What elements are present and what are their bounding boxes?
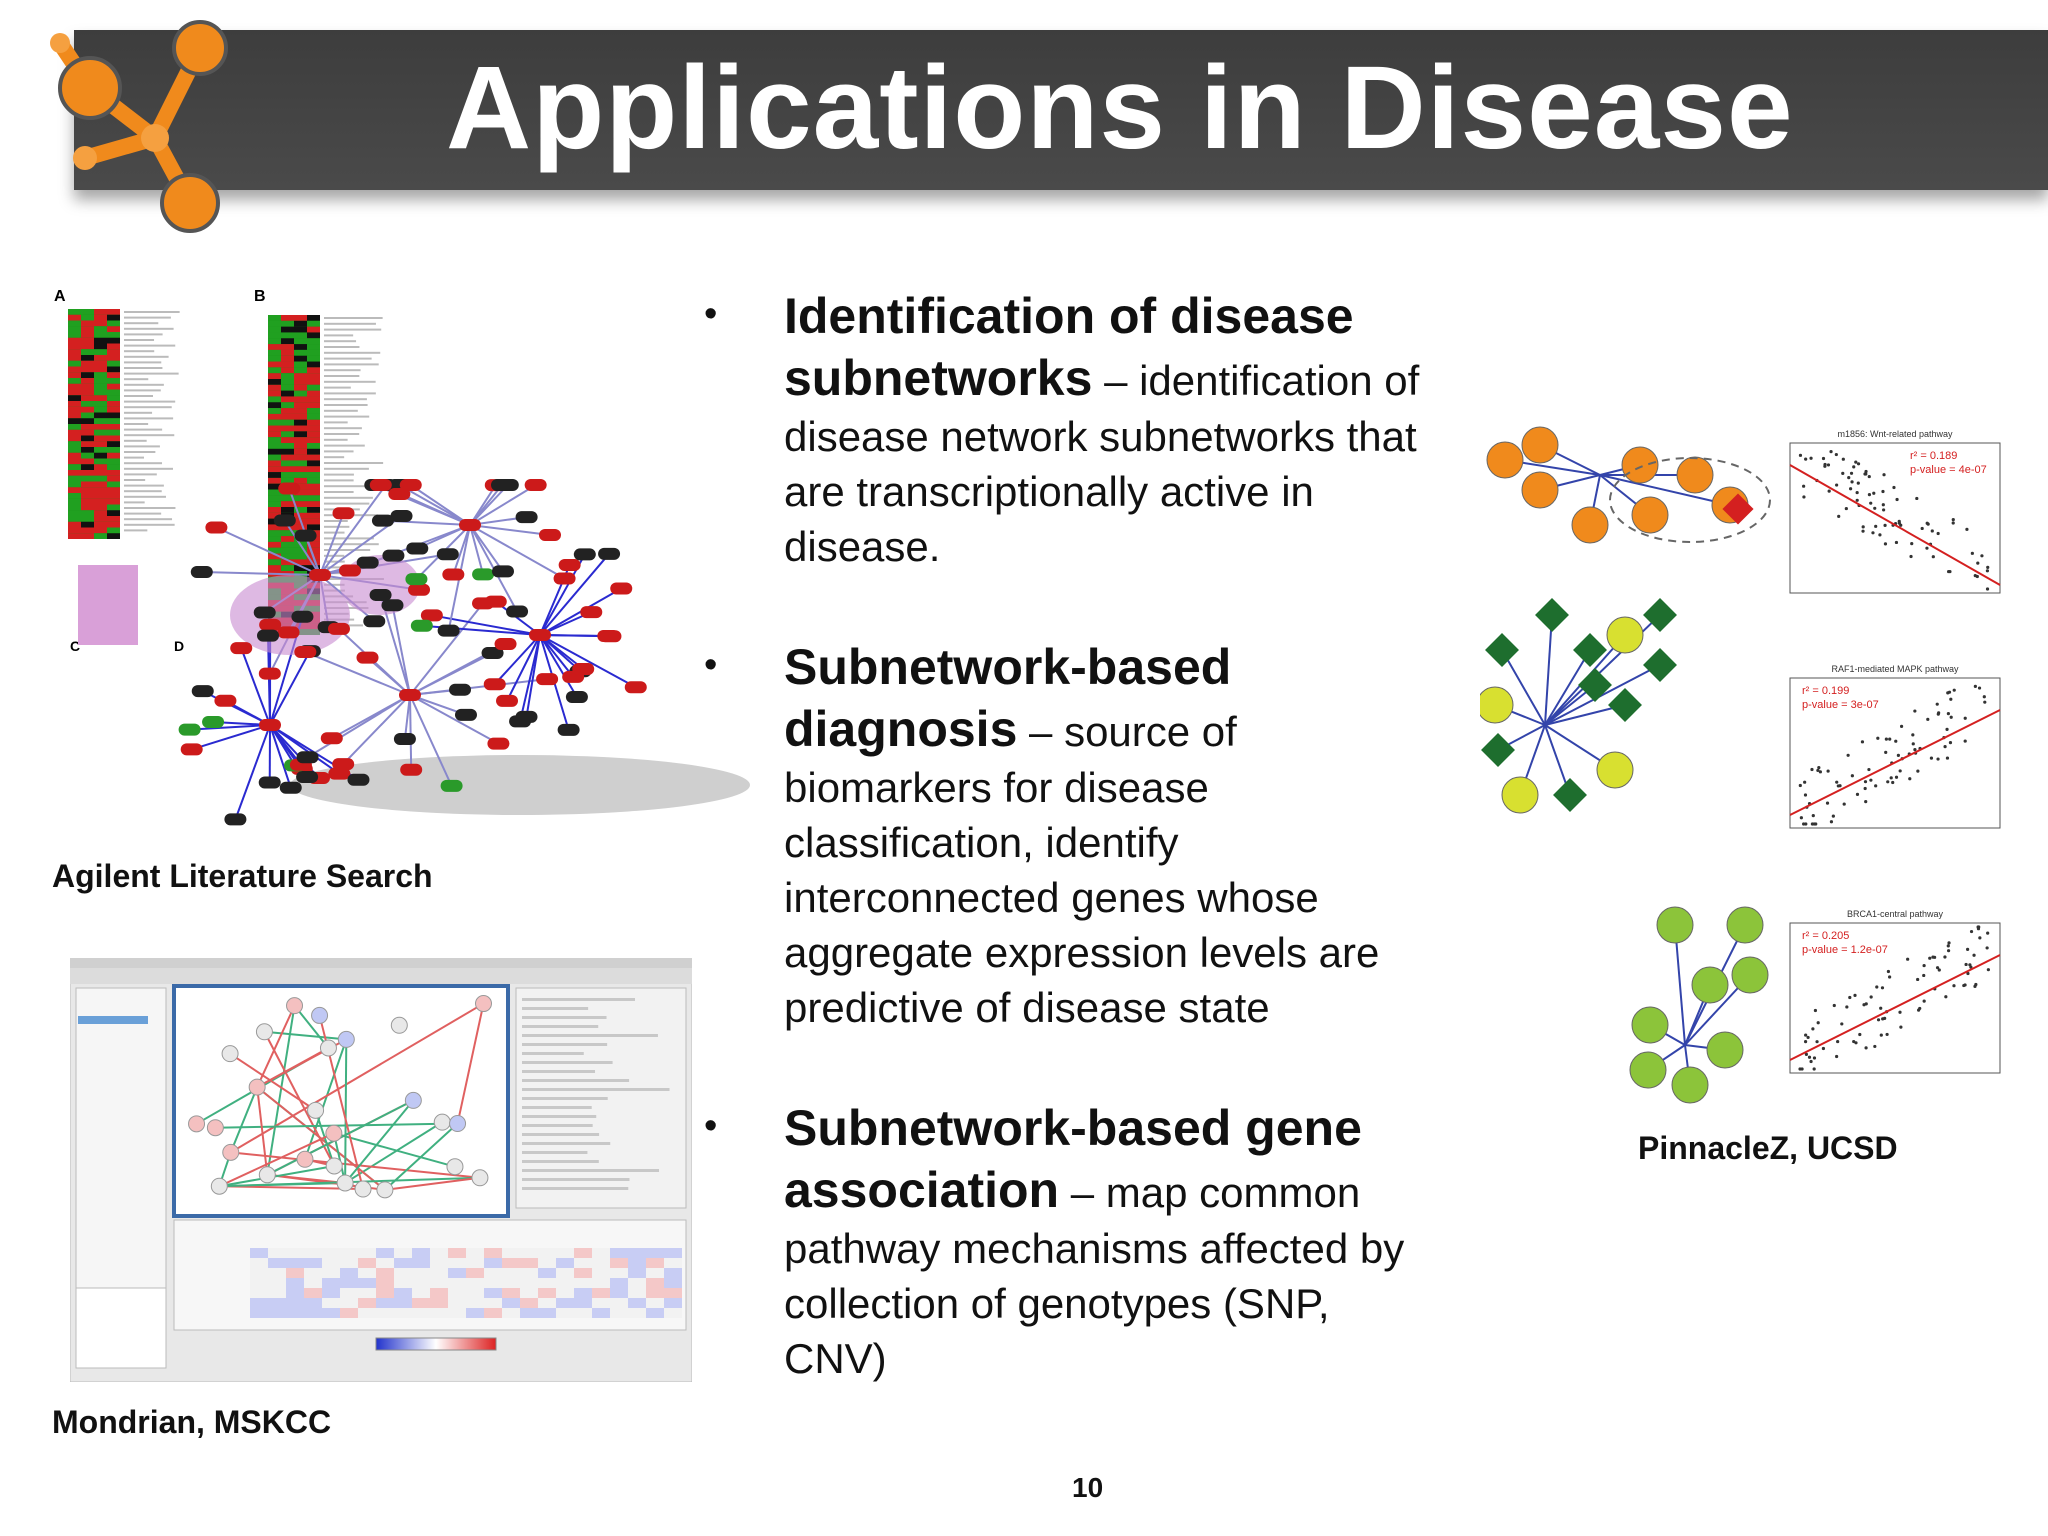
plot-title: RAF1-mediated MAPK pathway — [1831, 664, 1959, 674]
bullet-heading: Subnetwork-based gene association — [784, 1100, 1362, 1218]
page-number: 10 — [1072, 1472, 1104, 1503]
bullet-text: – identification of disease network subn… — [784, 357, 1420, 570]
bullet-item: • Subnetwork-based gene association – ma… — [700, 1097, 1440, 1386]
panel-c-label: C — [70, 638, 80, 654]
title-bar — [74, 30, 2048, 190]
p-value-label: p-value = 4e-07 — [1910, 464, 1987, 476]
r-squared-label: r² = 0.189 — [1910, 450, 1957, 462]
mondrian-screenshot-figure — [70, 958, 692, 1382]
agilent-caption: Agilent Literature Search — [52, 858, 433, 894]
pinnaclez-figure: m1856: Wnt-related pathway r² = 0.189 p-va… — [1480, 426, 2001, 1104]
bullet-text: – source of biomarkers for disease class… — [784, 708, 1380, 1031]
bullet-item: • Identification of disease subnetworks … — [700, 285, 1440, 574]
mondrian-caption: Mondrian, MSKCC — [52, 1404, 332, 1440]
slide-title: Applications in Disease — [446, 42, 1794, 174]
bullet-heading: Identification of disease subnetworks — [784, 288, 1354, 406]
bullet-dot: • — [704, 1105, 718, 1147]
bullet-list: • Identification of disease subnetworks … — [700, 285, 1440, 1448]
bullet-dot: • — [704, 293, 718, 335]
panel-d-label: D — [174, 638, 184, 654]
plot-title: BRCA1-central pathway — [1847, 909, 1944, 919]
plot-title: m1856: Wnt-related pathway — [1837, 429, 1953, 439]
panel-a-label: A — [54, 288, 66, 305]
p-value-label: p-value = 1.2e-07 — [1802, 944, 1888, 956]
agilent-network-figure: A B C D — [54, 288, 750, 826]
pinnaclez-caption: PinnacleZ, UCSD — [1638, 1130, 1898, 1166]
r-squared-label: r² = 0.205 — [1802, 930, 1849, 942]
p-value-label: p-value = 3e-07 — [1802, 699, 1879, 711]
bullet-text: – map common pathway mechanisms affected… — [784, 1169, 1405, 1382]
network-logo-icon — [50, 20, 228, 233]
bullet-heading: Subnetwork-based diagnosis — [784, 639, 1232, 757]
panel-b-label: B — [254, 288, 266, 305]
r-squared-label: r² = 0.199 — [1802, 685, 1849, 697]
bullet-dot: • — [704, 644, 718, 686]
bullet-item: • Subnetwork-based diagnosis – source of… — [700, 636, 1440, 1035]
